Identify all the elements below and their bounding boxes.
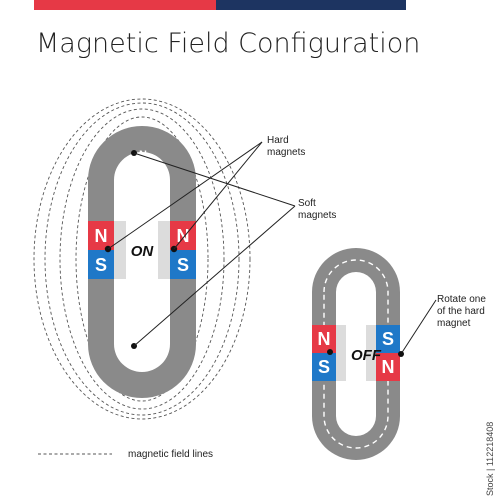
hard-magnets-label-line1: Hard — [267, 135, 289, 146]
on-bottom-pole: S — [138, 342, 145, 354]
field-line-1 — [75, 116, 209, 402]
off-right-soft-block — [366, 325, 376, 381]
off-left-magnet-south — [312, 353, 336, 381]
on-left-soft-block — [114, 221, 126, 279]
leader-soft-bottom — [133, 205, 296, 347]
on-right-magnet-north — [170, 221, 196, 250]
field-line-2 — [59, 108, 225, 410]
on-right-magnet-south — [170, 250, 196, 279]
soft-magnets-label-line2: magnets — [298, 210, 336, 221]
off-left-contact-dot — [327, 349, 333, 355]
leader-soft-top — [133, 152, 296, 207]
on-right-magnet-bottom-label: S — [177, 255, 189, 275]
off-right-magnet: S N — [366, 325, 400, 381]
legend-label: magnetic field lines — [128, 449, 213, 460]
off-left-magnet: N S — [312, 325, 346, 381]
on-right-magnet-top-label: N — [177, 226, 190, 246]
off-left-magnet-bottom-label: S — [318, 357, 330, 377]
off-state-label: OFF — [351, 347, 382, 364]
on-right-soft-block — [158, 221, 170, 279]
on-top-pole: N — [139, 149, 147, 161]
rotate-note-line3: magnet — [437, 318, 471, 329]
off-right-magnet-south — [376, 325, 400, 353]
on-left-magnet-top-label: N — [95, 226, 108, 246]
rotate-note-line2: of the hard — [437, 306, 485, 317]
off-left-magnet-north — [312, 325, 336, 353]
field-lines — [33, 98, 251, 420]
on-left-magnet: N S — [88, 221, 126, 279]
leader-hard-left — [107, 141, 263, 250]
field-line-4 — [33, 98, 251, 420]
on-left-magnet-bottom-label: S — [95, 255, 107, 275]
on-left-magnet-north — [88, 221, 114, 250]
off-configuration: N S S N OFF — [312, 248, 404, 460]
field-line-3 — [44, 102, 240, 416]
soft-magnets-label-line1: Soft — [298, 198, 316, 209]
leader-rotate — [400, 299, 437, 355]
on-configuration: N S N S N S ON — [33, 98, 251, 420]
off-right-contact-dot — [398, 351, 404, 357]
off-left-soft-block — [336, 325, 346, 381]
on-right-magnet: N S — [158, 221, 196, 279]
legend: magnetic field lines — [38, 449, 213, 460]
on-state-label: ON — [131, 243, 155, 260]
off-right-magnet-bottom-label: N — [382, 357, 395, 377]
leader-lines — [107, 141, 437, 355]
rotate-note-line1: Rotate one — [437, 294, 486, 305]
off-right-magnet-top-label: S — [382, 329, 394, 349]
leader-hard-right — [173, 141, 263, 250]
on-left-magnet-south — [88, 250, 114, 279]
hard-magnets-label-line2: magnets — [267, 147, 305, 158]
stock-id-text: Stock | 112218408 — [485, 422, 495, 496]
top-bar-red — [34, 0, 216, 10]
page-title: Magnetic Field Configuration — [36, 28, 420, 59]
off-left-magnet-top-label: N — [318, 329, 331, 349]
top-bar-navy — [216, 0, 406, 10]
off-right-magnet-north — [376, 353, 400, 381]
off-track — [312, 248, 400, 460]
